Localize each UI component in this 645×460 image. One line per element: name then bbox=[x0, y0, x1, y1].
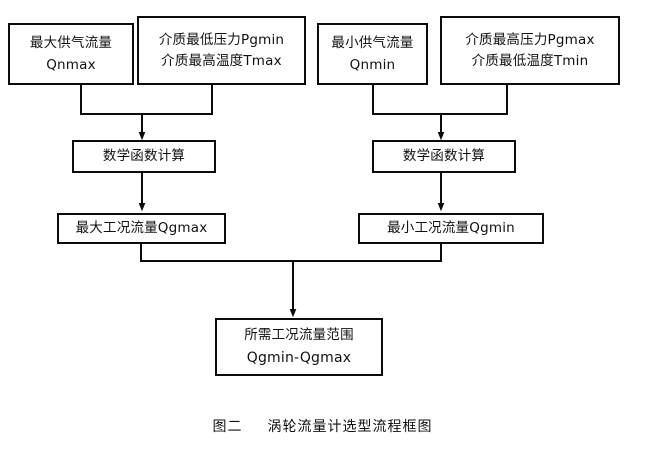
node-math-function-right[interactable]: 数学函数计算 bbox=[372, 140, 516, 173]
node-min-supply-flow-line1: 最小供气流量 bbox=[331, 35, 414, 52]
node-math-function-right-label: 数学函数计算 bbox=[402, 148, 486, 165]
node-min-working-flow[interactable]: 最小工况流量Qgmin bbox=[358, 213, 544, 244]
node-max-supply-flow-line2: Qnmax bbox=[46, 56, 96, 73]
node-max-supply-flow[interactable]: 最大供气流量 Qnmax bbox=[8, 23, 134, 85]
node-max-working-flow-label: 最大工况流量Qgmax bbox=[75, 220, 208, 237]
node-required-flow-range[interactable]: 所需工况流量范围 Qgmin-Qgmax bbox=[215, 318, 383, 376]
node-required-flow-range-line1: 所需工况流量范围 bbox=[244, 327, 354, 344]
node-min-supply-flow[interactable]: 最小供气流量 Qnmin bbox=[317, 23, 428, 85]
node-max-temp-line: 介质最高温度Tmax bbox=[161, 53, 282, 69]
node-max-pressure-min-temp[interactable]: 介质最高压力Pgmax 介质最低温度Tmin bbox=[440, 16, 620, 85]
node-math-function-left[interactable]: 数学函数计算 bbox=[72, 140, 216, 173]
wire-right-merge bbox=[372, 85, 508, 115]
figure-caption-label: 图二 bbox=[212, 419, 243, 435]
node-min-pressure-max-temp[interactable]: 介质最低压力Pgmin 介质最高温度Tmax bbox=[137, 16, 306, 85]
node-max-pressure-line: 介质最高压力Pgmax bbox=[465, 31, 595, 48]
node-max-supply-flow-line1: 最大供气流量 bbox=[29, 35, 113, 52]
node-min-working-flow-label: 最小工况流量Qgmin bbox=[387, 220, 515, 237]
wire-bottom-merge bbox=[140, 244, 442, 262]
node-min-pressure-line: 介质最低压力Pgmin bbox=[158, 31, 285, 48]
node-min-temp-line: 介质最低温度Tmin bbox=[471, 53, 589, 69]
wire-left-merge bbox=[80, 85, 213, 115]
figure-caption-title: 涡轮流量计选型流程框图 bbox=[267, 419, 433, 435]
node-required-flow-range-line2: Qgmin-Qgmax bbox=[246, 349, 352, 366]
node-max-working-flow[interactable]: 最大工况流量Qgmax bbox=[57, 213, 226, 244]
node-math-function-left-label: 数学函数计算 bbox=[102, 148, 186, 165]
node-min-supply-flow-line2: Qnmin bbox=[349, 56, 396, 73]
figure-caption: 图二 涡轮流量计选型流程框图 bbox=[0, 416, 645, 436]
